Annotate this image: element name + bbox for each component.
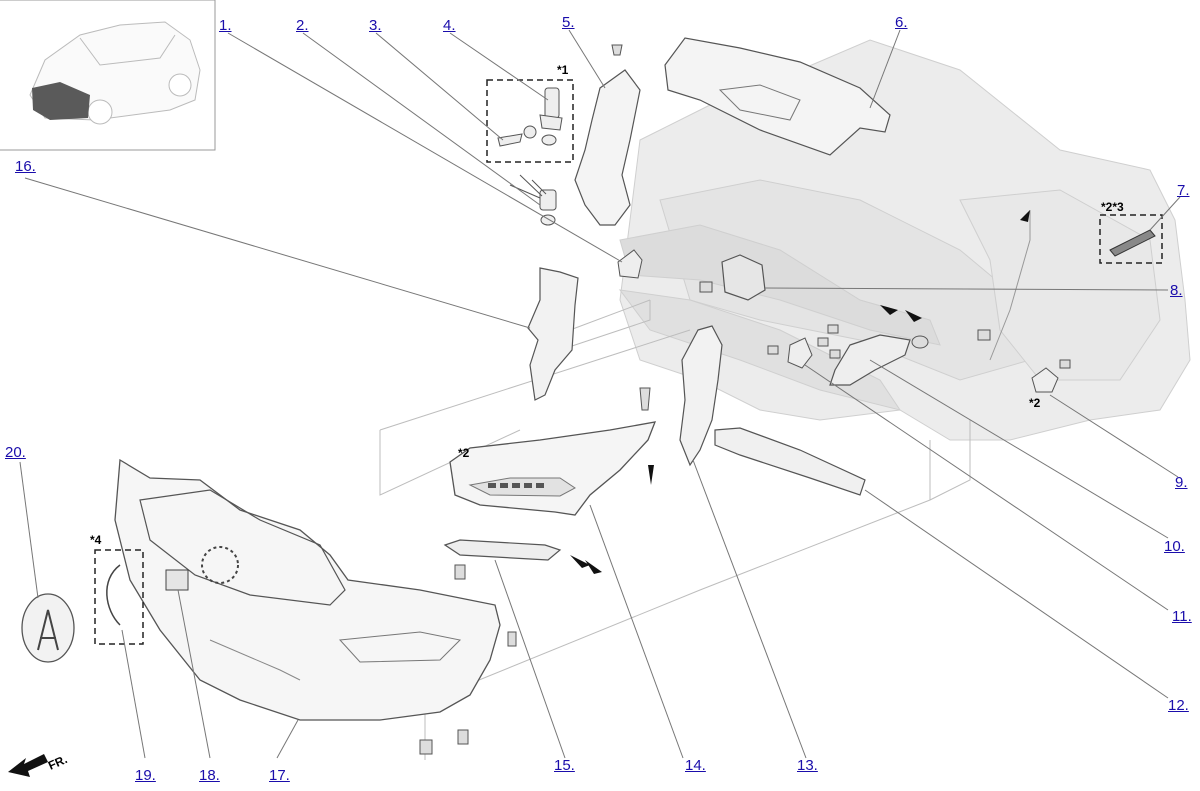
air-guide-13-part xyxy=(679,325,723,467)
callout-11-link[interactable]: 11. xyxy=(1172,608,1192,625)
lower-strip-12-part xyxy=(714,427,866,496)
sensor-18-part xyxy=(165,569,189,591)
front-direction-arrow xyxy=(8,754,48,777)
callout-19-link[interactable]: 19. xyxy=(135,767,156,784)
clip-7-part xyxy=(1109,229,1156,257)
callout-15-link[interactable]: 15. xyxy=(554,757,575,774)
headlight-leds xyxy=(488,483,544,488)
bumper-screws xyxy=(419,564,517,755)
note-star-2-3: *2*3 xyxy=(1101,200,1124,214)
bracket-15-part xyxy=(443,539,562,561)
callout-4-link[interactable]: 4. xyxy=(443,17,456,34)
bracket-11-part xyxy=(787,337,813,369)
callout-6-link[interactable]: 6. xyxy=(895,14,908,31)
note-star-1: *1 xyxy=(557,63,569,77)
detail-box-19 xyxy=(94,549,144,645)
callout-3-link[interactable]: 3. xyxy=(369,17,382,34)
callout-2-link[interactable]: 2. xyxy=(296,17,309,34)
detail-box-7 xyxy=(1099,214,1163,264)
callout-5-link[interactable]: 5. xyxy=(562,14,575,31)
callout-12-link[interactable]: 12. xyxy=(1168,697,1189,714)
front-bumper-part xyxy=(114,458,501,721)
emblem-mount-ring xyxy=(201,546,239,584)
clip-5 xyxy=(611,44,623,56)
note-star-2-headlight: *2 xyxy=(458,446,470,460)
callout-16-link[interactable]: 16. xyxy=(15,158,36,175)
washer-reservoir-part xyxy=(574,69,641,226)
hood-latch-part xyxy=(721,254,766,301)
air-guide-16-part xyxy=(527,267,579,401)
headlight-part xyxy=(449,421,657,516)
emblem-20-part xyxy=(21,593,75,663)
bolt-14 xyxy=(639,387,651,411)
washer-motor-part xyxy=(497,87,563,147)
callout-13-link[interactable]: 13. xyxy=(797,757,818,774)
callout-14-link[interactable]: 14. xyxy=(685,757,706,774)
callout-9-link[interactable]: 9. xyxy=(1175,474,1188,491)
clip-9-part xyxy=(1031,367,1059,393)
callout-18-link[interactable]: 18. xyxy=(199,767,220,784)
note-star-2-clip: *2 xyxy=(1029,396,1041,410)
callout-1-link[interactable]: 1. xyxy=(219,17,232,34)
callout-7-link[interactable]: 7. xyxy=(1177,182,1190,199)
assembly-arrows xyxy=(570,210,1030,574)
body-structure-ghost xyxy=(618,39,1191,441)
bolts-group xyxy=(767,324,1071,369)
upper-cover-part xyxy=(664,37,891,156)
callout-8-link[interactable]: 8. xyxy=(1170,282,1183,299)
vehicle-locator-inset xyxy=(0,0,216,151)
note-star-4: *4 xyxy=(90,533,102,547)
callout-20-link[interactable]: 20. xyxy=(5,444,26,461)
callout-10-link[interactable]: 10. xyxy=(1164,538,1185,555)
leader-lines xyxy=(19,29,1181,759)
detail-box-1 xyxy=(486,79,574,163)
harness-19-part xyxy=(106,564,121,626)
callout-17-link[interactable]: 17. xyxy=(269,767,290,784)
bracket-1-part xyxy=(617,249,643,279)
